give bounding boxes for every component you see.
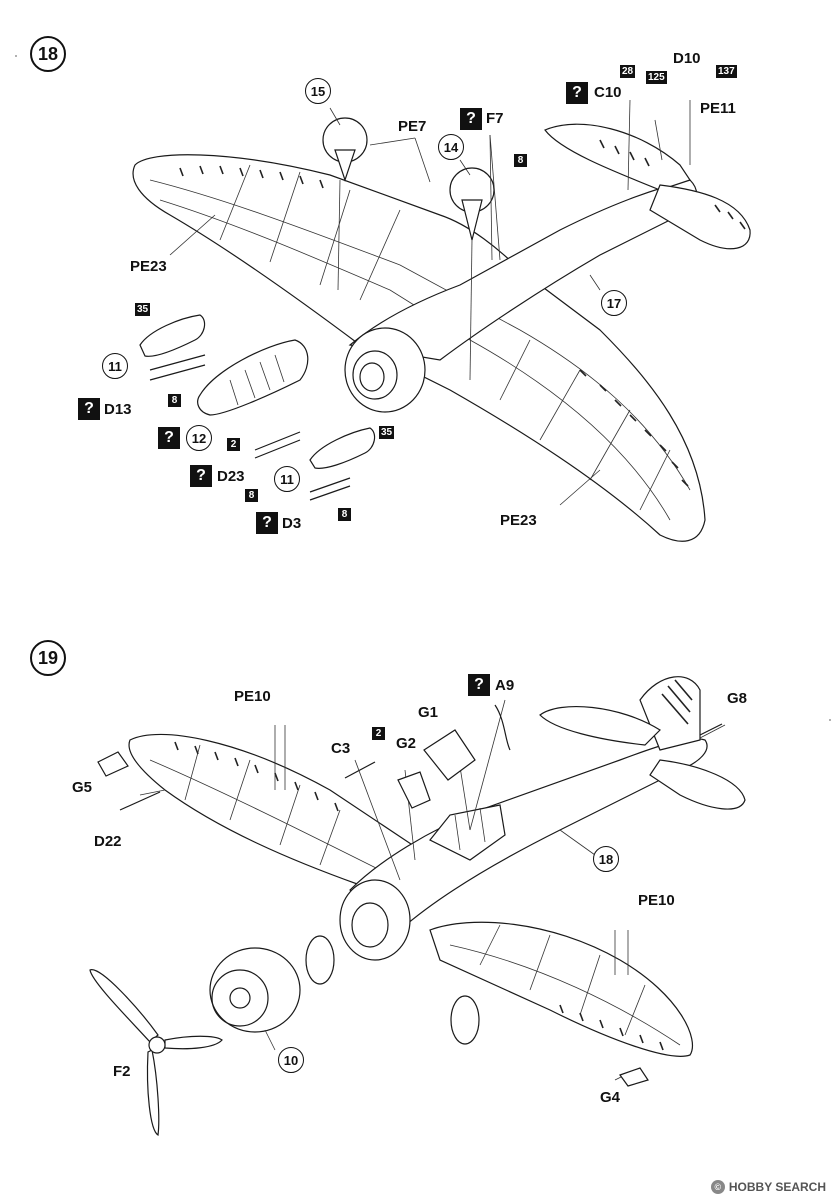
- color-box-2-C3: 2: [372, 727, 385, 740]
- part-label-G4: G4: [600, 1089, 621, 1106]
- part-callout-18: 18: [593, 846, 619, 872]
- step19-aircraft: [89, 676, 746, 1137]
- color-box-8-F7: 8: [514, 154, 527, 167]
- color-box-28: 28: [620, 65, 636, 78]
- question-box-D3: ?: [256, 512, 278, 534]
- part-label-F2: F2: [113, 1063, 131, 1080]
- part-label-C10: C10: [594, 84, 622, 101]
- part-callout-12: 12: [186, 425, 212, 451]
- part-label-PE10-right: PE10: [638, 892, 675, 909]
- part-callout-10: 10: [278, 1047, 304, 1073]
- color-box-137: 137: [716, 65, 737, 78]
- question-box-F7: ?: [460, 108, 482, 130]
- question-box-D13: ?: [78, 398, 100, 420]
- color-box-35-a: 35: [135, 303, 151, 316]
- copyright-icon: ©: [710, 1180, 725, 1194]
- color-box-35-b: 35: [379, 426, 395, 439]
- part-label-C3: C3: [331, 740, 351, 757]
- part-label-D22: D22: [94, 833, 122, 850]
- speck: [829, 719, 831, 721]
- part-callout-11-b: 11: [274, 466, 300, 492]
- question-box-D23: ?: [190, 465, 212, 487]
- part-label-PE23-left: PE23: [130, 258, 167, 275]
- step-number-18: 18: [30, 36, 66, 72]
- part-label-D3: D3: [282, 515, 302, 532]
- part-label-PE10-top: PE10: [234, 688, 271, 705]
- part-callout-11-a: 11: [102, 353, 128, 379]
- color-box-125: 125: [646, 71, 667, 84]
- part-label-G5: G5: [72, 779, 93, 796]
- part-callout-17: 17: [601, 290, 627, 316]
- part-label-PE11: PE11: [700, 100, 736, 117]
- color-box-8-D13: 8: [168, 394, 181, 407]
- part-label-F7: F7: [486, 110, 504, 127]
- part-callout-15: 15: [305, 78, 331, 104]
- part-label-PE7: PE7: [398, 118, 427, 135]
- part-label-G1: G1: [418, 704, 439, 721]
- part-label-A9: A9: [495, 677, 515, 694]
- question-box-C10: ?: [566, 82, 588, 104]
- part-label-PE23-bottom: PE23: [500, 512, 537, 529]
- part-callout-14: 14: [438, 134, 464, 160]
- speck: [15, 55, 17, 57]
- part-label-G8: G8: [727, 690, 748, 707]
- part-label-G2: G2: [396, 735, 417, 752]
- part-label-D13: D13: [104, 401, 132, 418]
- watermark: © HOBBY SEARCH: [710, 1180, 826, 1194]
- color-box-8-D3: 8: [338, 508, 351, 521]
- question-box-A9: ?: [468, 674, 490, 696]
- part-label-D23: D23: [217, 468, 245, 485]
- step18-aircraft: [132, 99, 751, 542]
- part-label-D10: D10: [673, 50, 701, 67]
- step-number-19: 19: [30, 640, 66, 676]
- color-box-8-D23: 8: [245, 489, 258, 502]
- color-box-2: 2: [227, 438, 240, 451]
- question-box-12: ?: [158, 427, 180, 449]
- watermark-text: HOBBY SEARCH: [728, 1180, 826, 1194]
